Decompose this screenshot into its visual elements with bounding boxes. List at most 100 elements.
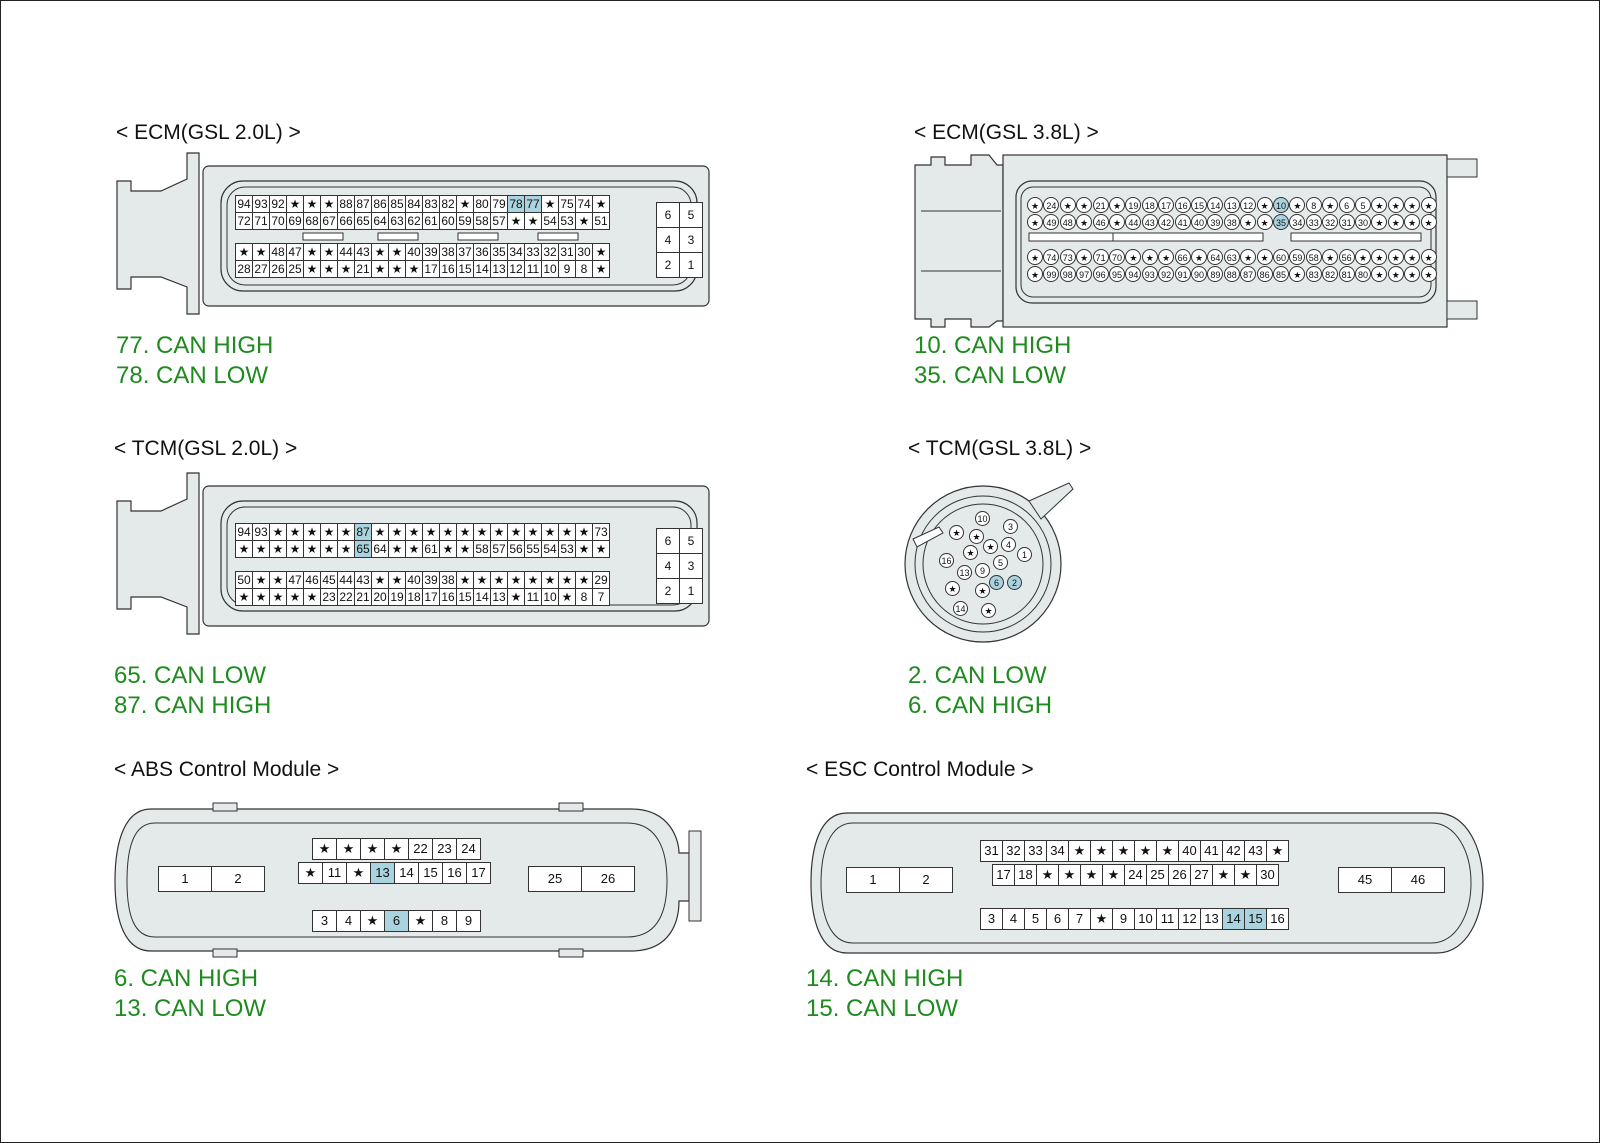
connector-pin: 59 [1289, 249, 1306, 265]
connector-pin: ★ [558, 571, 576, 589]
connector-pin: 23 [320, 588, 338, 606]
connector-pin: 46 [1092, 214, 1109, 230]
connector-pin: 4 [1002, 908, 1025, 930]
connector-pin: 12 [1178, 908, 1201, 930]
connector-pin: 80 [473, 195, 491, 213]
connector-pin: 6 [989, 575, 1004, 590]
connector-pin: 48 [269, 243, 287, 261]
connector-pin: 13 [1223, 197, 1240, 213]
connector-pin: 13 [957, 565, 972, 580]
connector-pin: 14 [1222, 908, 1245, 930]
connector-pin: 11 [524, 588, 542, 606]
connector-pin: ★ [524, 571, 542, 589]
connector-pin: 47 [286, 571, 304, 589]
connector-pin: 11 [524, 260, 542, 278]
legend-line: 78. CAN LOW [116, 362, 269, 389]
connector-pin: ★ [1387, 249, 1404, 265]
connector-pin: ★ [439, 523, 457, 541]
connector-pin: 84 [405, 195, 423, 213]
connector-pin: ★ [541, 195, 559, 213]
connector-pin: ★ [575, 212, 593, 230]
connector-pin: 61 [422, 540, 440, 558]
connector-pin: 30 [1355, 214, 1371, 230]
connector-pin: ★ [1090, 908, 1113, 930]
connector-pin: ★ [303, 588, 321, 606]
connector-pin: ★ [303, 260, 321, 278]
legend-line: 13. CAN LOW [114, 995, 267, 1022]
connector-pin: ★ [541, 571, 559, 589]
connector-pin: 10 [541, 588, 559, 606]
connector-pin: ★ [1027, 266, 1043, 282]
connector-pin: 50 [235, 571, 253, 589]
connector-pin: ★ [235, 243, 253, 261]
connector-pin: 64 [1207, 249, 1224, 265]
connector-pin: 5 [679, 528, 703, 554]
connector-pin: 92 [269, 195, 287, 213]
connector-pin: 46 [303, 571, 321, 589]
connector-pin: 18 [405, 588, 423, 606]
connector-pin: ★ [1112, 840, 1135, 862]
connector-pin: ★ [1058, 864, 1081, 886]
connector-pin: ★ [1371, 214, 1388, 230]
connector-pin: 3 [679, 227, 703, 253]
connector-pin: ★ [575, 571, 593, 589]
connector-pin: 60 [1273, 249, 1289, 265]
connector-pin: 31 [980, 840, 1003, 862]
connector-pin: ★ [558, 588, 576, 606]
connector-pin: 67 [320, 212, 338, 230]
connector-pin: 4 [1001, 537, 1016, 552]
connector-pin: ★ [269, 523, 287, 541]
connector-pin: 82 [1322, 266, 1339, 282]
connector-pin: 93 [252, 195, 270, 213]
connector-pin: 7 [1068, 908, 1091, 930]
connector-pin: 15 [456, 588, 474, 606]
connector-pin: 85 [1273, 266, 1289, 282]
connector-pin: 53 [558, 540, 576, 558]
connector-pin: ★ [235, 588, 253, 606]
connector-pin: 78 [507, 195, 525, 213]
connector-pin: 5 [679, 202, 703, 228]
connector-pin: 19 [388, 588, 406, 606]
connector-pin: ★ [1090, 840, 1113, 862]
connector-pin: 35 [1273, 214, 1289, 230]
connector-pin: 10 [975, 511, 990, 526]
connector-pin: 38 [1223, 214, 1240, 230]
connector-pin: ★ [371, 243, 389, 261]
connector-pin: 63 [388, 212, 406, 230]
connector-pin: 51 [592, 212, 610, 230]
connector-pin: ★ [1109, 214, 1125, 230]
connector-pin: ★ [592, 243, 610, 261]
connector-pin: 8 [432, 910, 457, 932]
connector-pin: 26 [269, 260, 287, 278]
connector-pin: 5 [1024, 908, 1047, 930]
connector-pin: 49 [1043, 214, 1060, 230]
connector-pin: ★ [320, 260, 338, 278]
legend-line: 15. CAN LOW [806, 995, 959, 1022]
connector-pin: ★ [1076, 249, 1093, 265]
connector-pin: ★ [1109, 197, 1125, 213]
connector-pin: 65 [354, 212, 372, 230]
connector-pin: 1 [679, 578, 703, 604]
connector-pin: 6 [384, 910, 409, 932]
connector-pin: ★ [408, 910, 433, 932]
connector-pin: 62 [405, 212, 423, 230]
connector-pin: 73 [1059, 249, 1076, 265]
connector-pin: ★ [456, 571, 474, 589]
connector-pin: 2 [211, 866, 265, 892]
connector-pin: 87 [354, 195, 372, 213]
connector-pin: ★ [388, 540, 406, 558]
connector-pin: ★ [1355, 249, 1371, 265]
connector-pin: 48 [1059, 214, 1076, 230]
connector-pin: 5 [1355, 197, 1371, 213]
connector-pin: ★ [269, 540, 287, 558]
connector-pin: ★ [575, 540, 593, 558]
